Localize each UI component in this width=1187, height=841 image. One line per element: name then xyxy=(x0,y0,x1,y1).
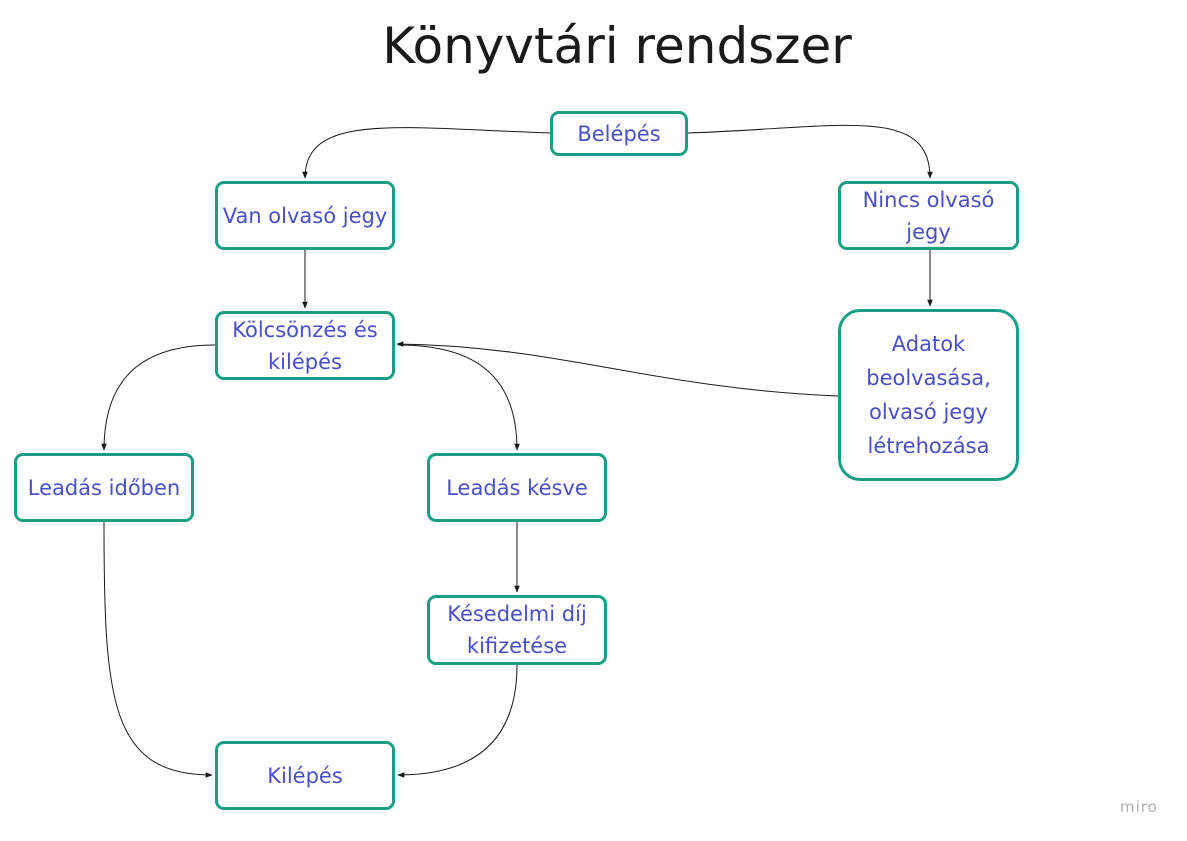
node-adatok-beolvasasa-label: Adatok beolvasása, olvasó jegy létrehozá… xyxy=(866,332,991,458)
node-leadas-kesve-label: Leadás késve xyxy=(446,475,588,500)
node-belepes-label: Belépés xyxy=(577,121,661,146)
edge-kolcson-kesve xyxy=(397,344,520,451)
node-kolcsonzes-es-kilepes-label: Kölcsönzés és kilépés xyxy=(232,317,378,374)
node-kesedelmi-dij-label: Késedelmi díj kifizetése xyxy=(447,602,587,658)
node-kolcsonzes-es-kilepes[interactable]: Kölcsönzés és kilépés xyxy=(215,311,395,380)
node-leadas-idoben[interactable]: Leadás időben xyxy=(14,453,194,522)
miro-watermark: miro xyxy=(1120,798,1158,816)
node-kilepes[interactable]: Kilépés xyxy=(215,741,395,810)
node-nincs-olvaso-jegy-label: Nincs olvasó jegy xyxy=(862,187,995,244)
edge-kolcson-idoben xyxy=(101,344,216,451)
node-leadas-kesve[interactable]: Leadás késve xyxy=(427,453,607,522)
node-adatok-beolvasasa[interactable]: Adatok beolvasása, olvasó jegy létrehozá… xyxy=(838,309,1019,481)
diagram-title: Könyvtári rendszer xyxy=(382,17,852,75)
node-kilepes-label: Kilépés xyxy=(267,763,343,788)
edge-adatok-kolcson xyxy=(396,341,839,397)
node-van-olvaso-jegy-label: Van olvasó jegy xyxy=(222,203,388,228)
edge-belepes-nincs xyxy=(687,124,933,179)
node-belepes[interactable]: Belépés xyxy=(550,111,688,156)
node-nincs-olvaso-jegy[interactable]: Nincs olvasó jegy xyxy=(838,181,1019,250)
node-leadas-idoben-label: Leadás időben xyxy=(27,475,181,500)
edge-belepes-van xyxy=(302,127,551,179)
node-kesedelmi-dij[interactable]: Késedelmi díj kifizetése xyxy=(427,595,607,665)
edge-dij-kilepes xyxy=(397,664,518,778)
edge-idoben-kilepes xyxy=(103,521,213,778)
node-van-olvaso-jegy[interactable]: Van olvasó jegy xyxy=(215,181,395,250)
